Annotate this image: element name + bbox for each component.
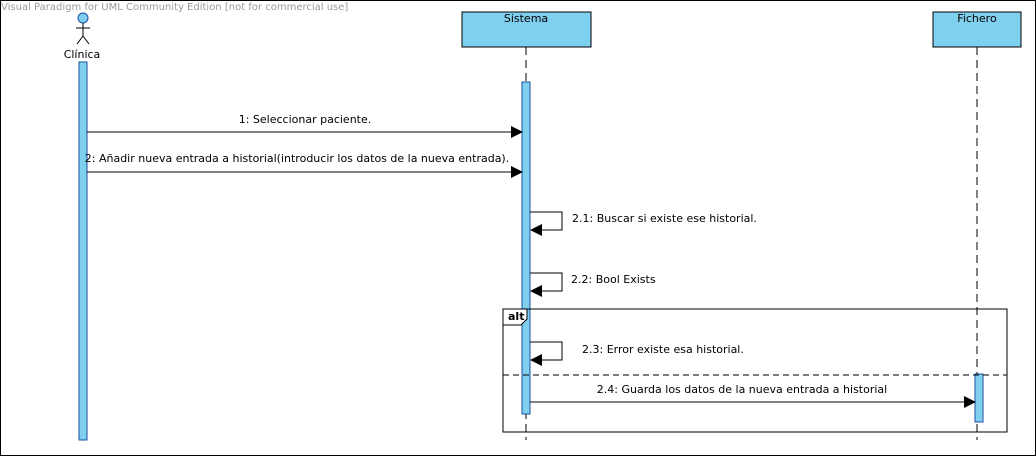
lifeline-sistema-head[interactable] [461,11,592,48]
message-2-4[interactable]: 2.4: Guarda los datos de la nueva entrad… [530,383,976,408]
lifeline-sistema-name: Sistema [504,12,548,25]
activation-clinica[interactable] [78,61,88,441]
watermark-text: Visual Paradigm for UML Community Editio… [1,2,348,13]
alt-fragment-frame [502,308,1008,433]
message-2-2-arrow [530,272,563,297]
message-2-1[interactable]: 2.1: Buscar si existe ese historial. [530,211,757,236]
lifeline-clinica[interactable]: Clínica [64,12,101,441]
message-2-label: 2: Añadir nueva entrada a historial(intr… [85,152,509,165]
message-2-3-arrow [530,341,563,366]
message-1[interactable]: 1: Seleccionar paciente. [87,113,523,138]
message-2-3-label: 2.3: Error existe esa historial. [582,343,744,356]
alt-fragment-operator: alt [508,310,524,323]
message-2[interactable]: 2: Añadir nueva entrada a historial(intr… [85,152,523,178]
message-2-4-label: 2.4: Guarda los datos de la nueva entrad… [597,383,887,396]
alt-fragment[interactable]: alt [502,308,1008,433]
message-2-2[interactable]: 2.2: Bool Exists [530,272,656,297]
lifeline-fichero-head[interactable] [932,11,1022,48]
lifeline-fichero-name: Fichero [957,12,997,25]
message-2-3[interactable]: 2.3: Error existe esa historial. [530,341,744,366]
lifeline-clinica-name: Clínica [64,48,101,61]
message-2-2-label: 2.2: Bool Exists [571,273,656,286]
actor-icon [76,12,90,45]
message-1-label: 1: Seleccionar paciente. [239,113,372,126]
activation-fichero[interactable] [974,373,984,423]
activation-sistema[interactable] [521,81,531,415]
alt-fragment-tab [502,308,528,326]
message-2-1-arrow [530,211,563,236]
message-2-1-label: 2.1: Buscar si existe ese historial. [572,212,757,225]
